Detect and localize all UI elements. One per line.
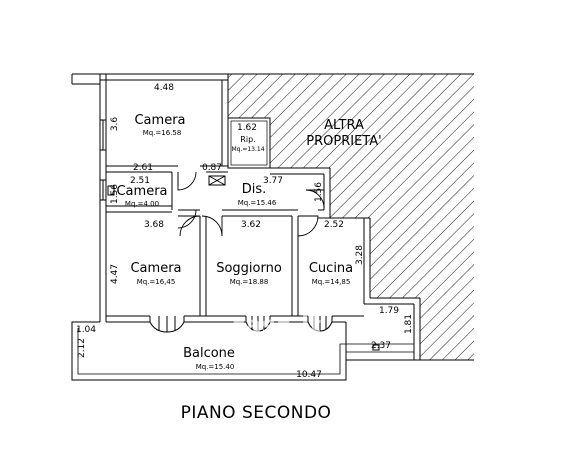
dim-1-56-right: 1.56: [314, 182, 324, 202]
door-swings: [177, 171, 325, 237]
walls: [71, 73, 474, 381]
dim-2-37: 2.37: [371, 341, 391, 351]
room-camera-top-name: Camera: [134, 113, 185, 128]
dim-2-51: 2.51: [130, 176, 150, 186]
dim-0-87: 0.87: [202, 163, 222, 173]
dim-4-47: 4.47: [110, 264, 120, 284]
french-doors: [149, 316, 333, 333]
room-soggiorno-name: Soggiorno: [216, 261, 282, 276]
room-camera-bottom-area: Mq.=16,45: [137, 278, 176, 286]
other-property-line1: ALTRA: [324, 118, 364, 133]
room-soggiorno-area: Mq.=18.88: [230, 278, 269, 286]
dim-1-62: 1.62: [237, 123, 257, 133]
dim-3-62: 3.62: [241, 220, 261, 230]
dim-3-28: 3.28: [355, 245, 365, 265]
room-camera-top-area: Mq.=16.58: [143, 129, 182, 137]
dim-1-81: 1.81: [404, 314, 414, 334]
room-dis-area: Mq.=15.46: [238, 199, 277, 207]
dim-3-68: 3.68: [144, 220, 164, 230]
other-property-hatch: [228, 74, 474, 360]
room-cucina-name: Cucina: [309, 261, 353, 276]
dim-4-48: 4.48: [154, 83, 174, 93]
other-property-line2: PROPRIETA': [306, 134, 381, 149]
room-camera-small-area: Mq.=4.00: [125, 200, 159, 208]
dim-3-77: 3.77: [263, 176, 283, 186]
dim-2-61: 2.61: [133, 163, 153, 173]
room-camera-small-name: Camera: [116, 184, 167, 199]
watermark: casa.it: [231, 311, 321, 339]
dim-1-04: 1.04: [76, 325, 96, 335]
dim-3-6: 3.6: [110, 117, 120, 132]
dim-2-52: 2.52: [324, 220, 344, 230]
room-rip-name: Rip.: [240, 135, 255, 144]
floor-title: PIANO SECONDO: [181, 403, 332, 423]
room-rip-area: Mq.=13.14: [231, 146, 264, 153]
dim-10-47: 10.47: [296, 370, 322, 380]
windows: [100, 119, 380, 351]
room-balcone-area: Mq.=15.40: [196, 363, 235, 371]
dim-1-79: 1.79: [379, 306, 399, 316]
dim-2-12: 2.12: [77, 338, 87, 358]
room-dis-name: Dis.: [242, 182, 267, 197]
room-balcone-name: Balcone: [183, 346, 235, 361]
dim-1-56-left: 1.56: [110, 184, 120, 204]
room-cucina-area: Mq.=14,85: [312, 278, 351, 286]
room-camera-bottom-name: Camera: [130, 261, 181, 276]
